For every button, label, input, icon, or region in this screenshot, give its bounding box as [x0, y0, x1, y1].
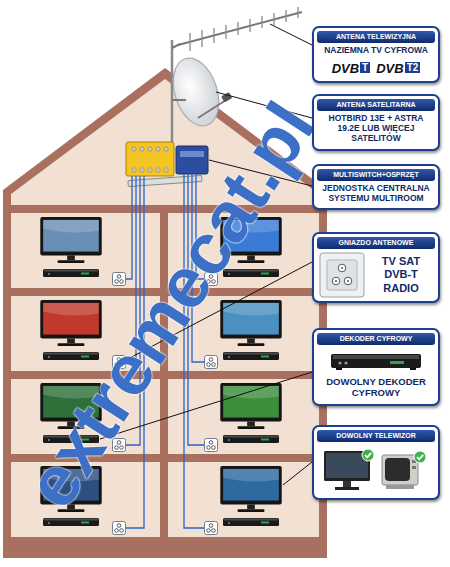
callout-header-holder: GNIAZDO ANTENOWE — [317, 237, 435, 249]
callout-picture — [317, 445, 435, 495]
callout-box: MULTISWITCH+OSPRZĘTJEDNOSTKA CENTRALNA S… — [312, 164, 440, 210]
callout-header: DEKODER CYFROWY — [317, 333, 435, 345]
callout-text: HOTBIRD 13E + ASTRA 19.2E LUB WIĘCEJ SAT… — [317, 111, 435, 146]
callout-content: TV SAT DVB-T RADIO — [317, 249, 435, 298]
callout-content: JEDNOSTKA CENTRALNA SYSTEMU MULTIROOM — [317, 181, 435, 205]
dvb-logo: DVBT2 — [376, 59, 420, 77]
logo-text: DVB — [332, 61, 359, 76]
logo-text: DVB — [376, 61, 403, 76]
callout-header: ANTENA SATELITARNA — [317, 99, 435, 111]
callout-box: DOWOLNY TELEWIZOR — [312, 425, 440, 500]
callout-header: DOWOLNY TELEWIZOR — [317, 430, 435, 442]
callout-content: DOWOLNY DEKODER CYFROWY — [317, 345, 435, 401]
callout-header: ANTENA TELEWIZYJNA — [317, 31, 435, 43]
callout-content: HOTBIRD 13E + ASTRA 19.2E LUB WIĘCEJ SAT… — [317, 111, 435, 146]
callout-header-holder: MULTISWITCH+OSPRZĘT — [317, 169, 435, 181]
callout-picture — [319, 252, 365, 298]
callout-header-holder: DEKODER CYFROWY — [317, 333, 435, 345]
callout-box: DEKODER CYFROWY DOWOLNY DEKODER CYFROWY — [312, 328, 440, 406]
logo-badge: T2 — [405, 62, 421, 73]
callout-header-holder: DOWOLNY TELEWIZOR — [317, 430, 435, 442]
callout-header: MULTISWITCH+OSPRZĘT — [317, 169, 435, 181]
dvb-logo: DVBT — [332, 59, 371, 77]
callout-header-holder: ANTENA SATELITARNA — [317, 99, 435, 111]
callout-box: GNIAZDO ANTENOWE TV SAT DVB-T RADIO — [312, 232, 440, 303]
callout-content: NAZIEMNA TV CYFROWADVBTDVBT2 — [317, 43, 435, 78]
logo-badge: T — [360, 62, 370, 73]
callout-box: ANTENA SATELITARNAHOTBIRD 13E + ASTRA 19… — [312, 94, 440, 151]
callout-text: DOWOLNY DEKODER CYFROWY — [317, 374, 435, 401]
callout-header-holder: ANTENA TELEWIZYJNA — [317, 31, 435, 43]
callout-box: ANTENA TELEWIZYJNANAZIEMNA TV CYFROWA DVB… — [312, 26, 440, 83]
callout-text: JEDNOSTKA CENTRALNA SYSTEMU MULTIROOM — [317, 181, 435, 205]
callout-header: GNIAZDO ANTENOWE — [317, 237, 435, 249]
callout-picture — [317, 348, 435, 374]
callout-content — [317, 442, 435, 495]
callout-text: NAZIEMNA TV CYFROWA — [317, 43, 435, 57]
logo-row: DVBTDVBT2 — [317, 57, 435, 78]
callout-text: TV SAT DVB-T RADIO — [369, 253, 433, 297]
